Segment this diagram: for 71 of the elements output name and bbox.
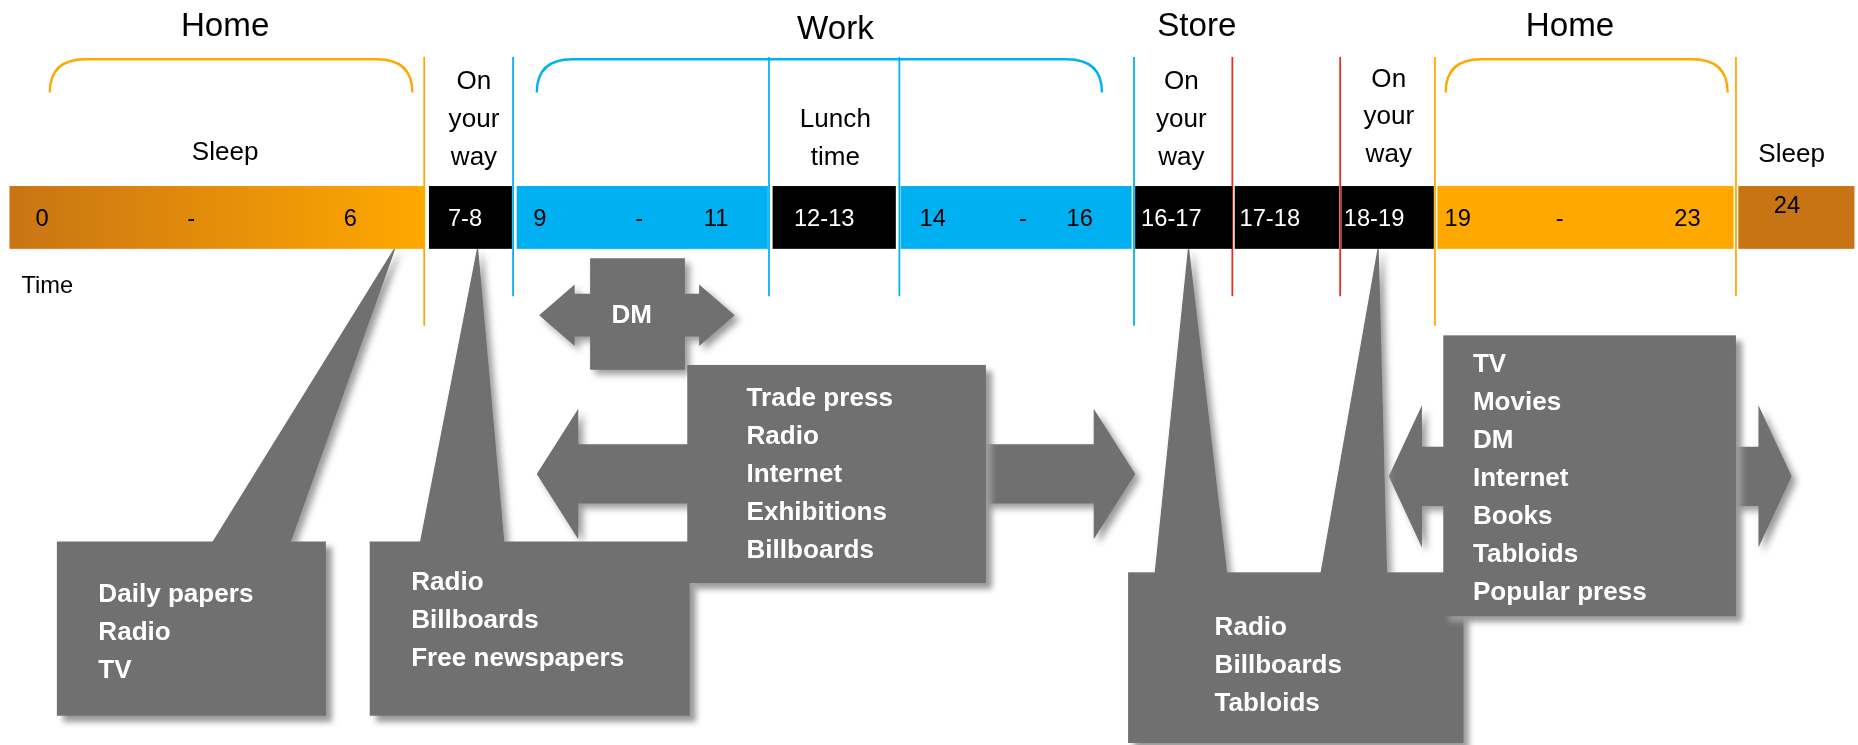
double-arrow-box bbox=[539, 258, 735, 370]
time-label: 0 bbox=[35, 206, 49, 230]
time-label: 16 bbox=[1066, 206, 1093, 230]
timeline-segment bbox=[9, 186, 425, 249]
callout-pointer bbox=[419, 248, 505, 543]
media-item: Radio bbox=[98, 615, 172, 648]
time-label: 14 bbox=[919, 206, 946, 230]
media-item: Movies bbox=[1472, 385, 1563, 418]
media-item: Radio bbox=[411, 565, 485, 599]
group-heading: Home bbox=[180, 5, 270, 44]
timeline-segment bbox=[772, 186, 896, 249]
period-label: On your way bbox=[1362, 61, 1416, 171]
time-label: - bbox=[635, 206, 644, 230]
timeline-segment bbox=[1135, 186, 1233, 249]
time-label: - bbox=[187, 206, 196, 230]
media-item: Radio bbox=[746, 419, 820, 453]
time-label: 19 bbox=[1444, 206, 1471, 230]
group-heading: Home bbox=[1525, 5, 1615, 44]
media-item: Daily papers bbox=[98, 577, 255, 610]
period-label: Sleep bbox=[1758, 137, 1825, 171]
callout-pointer bbox=[1154, 248, 1228, 573]
media-item: Billboards bbox=[746, 533, 875, 567]
media-item: Billboards bbox=[411, 603, 540, 636]
media-item: Billboards bbox=[1214, 648, 1344, 681]
time-label: 18-19 bbox=[1343, 206, 1405, 230]
media-item: Popular press bbox=[1472, 574, 1648, 608]
media-callout-box bbox=[369, 541, 690, 716]
time-label: 11 bbox=[703, 206, 729, 230]
period-label: On your way bbox=[447, 64, 501, 173]
time-label: 7-8 bbox=[447, 206, 483, 230]
callout-pointer bbox=[1320, 248, 1387, 573]
period-label: Lunch time bbox=[798, 102, 872, 173]
period-label: On your way bbox=[1155, 64, 1208, 173]
media-item: TV bbox=[98, 653, 133, 686]
media-item: Trade press bbox=[746, 381, 894, 415]
time-label: 12-13 bbox=[793, 206, 855, 230]
timeline-segment bbox=[428, 186, 512, 249]
media-item: Tabloids bbox=[1472, 536, 1580, 570]
timeline-segment bbox=[900, 186, 1132, 249]
callout-pointer bbox=[212, 248, 396, 543]
media-item: Free newspapers bbox=[411, 641, 626, 674]
media-item: Radio bbox=[1214, 610, 1288, 644]
timeline-segment bbox=[516, 186, 768, 249]
media-item: TV bbox=[1472, 347, 1508, 380]
media-item: Tabloids bbox=[1214, 686, 1321, 719]
time-label: 9 bbox=[533, 206, 547, 230]
media-item: DM bbox=[611, 298, 652, 332]
timeline-segment bbox=[1738, 186, 1855, 249]
media-callout-box bbox=[1443, 335, 1736, 617]
time-label: - bbox=[1019, 206, 1027, 230]
media-callout-box bbox=[1128, 572, 1464, 743]
time-label: 23 bbox=[1674, 206, 1701, 230]
media-item: Books bbox=[1472, 499, 1554, 532]
media-callout-box bbox=[687, 364, 986, 583]
time-label: 17-18 bbox=[1239, 206, 1301, 230]
period-label: Sleep bbox=[191, 135, 259, 168]
media-item: Exhibitions bbox=[746, 495, 888, 529]
media-item: Internet bbox=[746, 457, 844, 491]
axis-label: Time bbox=[21, 270, 74, 300]
media-item: Internet bbox=[1472, 461, 1570, 494]
timeline-segment bbox=[1234, 186, 1339, 249]
time-label: 24 bbox=[1773, 193, 1801, 217]
group-heading: Store bbox=[1157, 5, 1237, 44]
timeline-segment bbox=[1341, 186, 1434, 249]
media-item: DM bbox=[1472, 423, 1515, 456]
group-heading: Work bbox=[797, 9, 874, 48]
time-label: 6 bbox=[343, 206, 357, 230]
time-label: 16-17 bbox=[1141, 206, 1202, 230]
timeline-segment bbox=[1437, 186, 1734, 249]
media-callout-box bbox=[56, 541, 326, 716]
time-label: - bbox=[1555, 206, 1564, 230]
